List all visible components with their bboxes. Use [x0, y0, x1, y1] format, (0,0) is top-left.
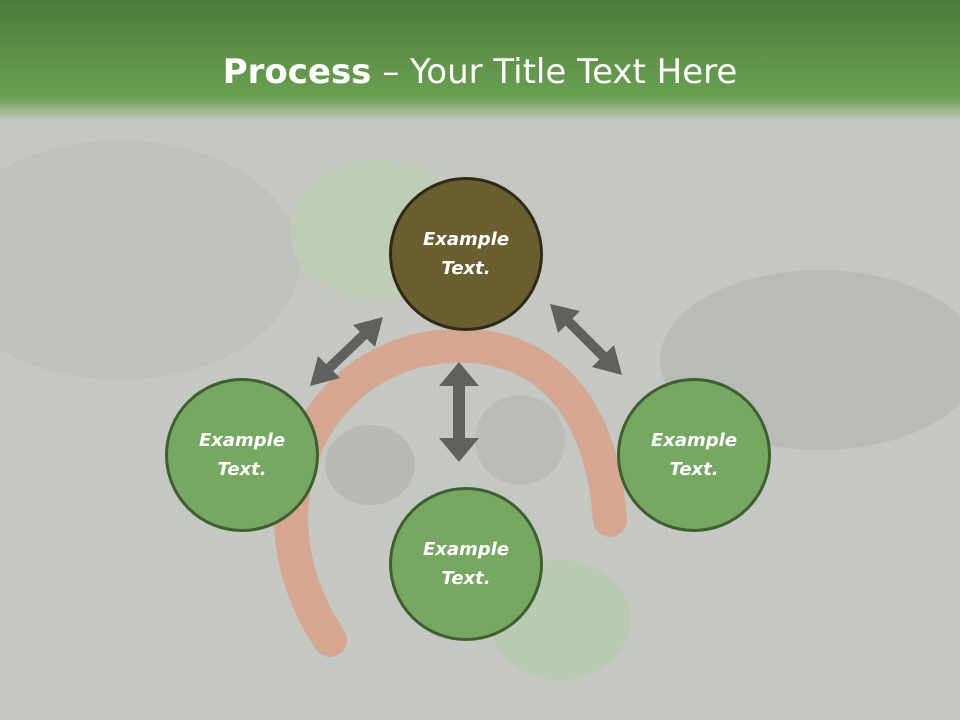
header-bar: [0, 0, 960, 122]
arrow-vertical: [439, 362, 479, 462]
node-bottom-line2: Text.: [441, 568, 491, 589]
node-right-line2: Text.: [669, 459, 719, 480]
node-left-line2: Text.: [217, 459, 267, 480]
node-top-line2: Text.: [441, 258, 491, 279]
node-left[interactable]: Example Text.: [165, 378, 319, 532]
node-left-line1: Example: [198, 430, 286, 451]
slide-title: Process – Your Title Text Here: [0, 52, 960, 92]
node-top-line1: Example: [422, 229, 510, 250]
node-right[interactable]: Example Text.: [617, 378, 771, 532]
node-right-line1: Example: [650, 430, 738, 451]
node-bottom-line1: Example: [422, 539, 510, 560]
arrow-right-diagonal: [550, 304, 622, 375]
node-bottom[interactable]: Example Text.: [389, 487, 543, 641]
title-rest: – Your Title Text Here: [371, 52, 738, 92]
arrow-left-diagonal: [310, 317, 383, 386]
node-top[interactable]: Example Text.: [389, 177, 543, 331]
title-bold: Process: [222, 52, 372, 92]
